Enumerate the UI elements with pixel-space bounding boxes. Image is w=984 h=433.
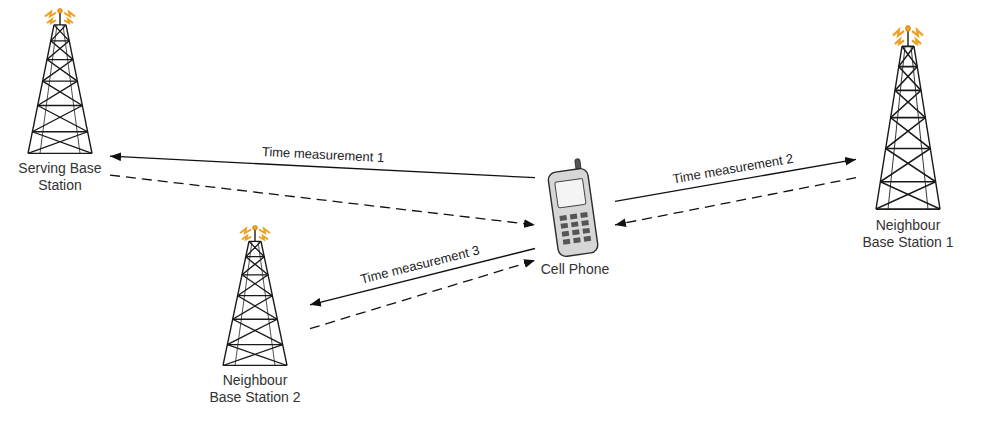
base-station: Neighbour Base Station 1 [856,22,960,251]
tower-icon [876,26,940,209]
tower-icon [28,8,92,153]
station-label: Serving Base Station [17,160,103,194]
dashed-arrow [615,178,856,225]
base-station: Neighbour Base Station 2 [200,222,310,406]
station-label: Neighbour Base Station 2 [207,372,303,406]
base-station: Serving Base Station [10,5,110,194]
dashed-arrow [110,175,535,225]
tower-icon [223,225,287,365]
edge-label: Time measurement 1 [260,144,387,166]
station-label: Cell Phone [541,261,610,278]
edge-label: Time measurement 2 [670,150,797,187]
edge-label: Time measurement 3 [356,242,482,288]
phone-icon [546,158,599,258]
station-label: Neighbour Base Station 1 [860,217,956,251]
cell-phone: Cell Phone [535,160,615,278]
